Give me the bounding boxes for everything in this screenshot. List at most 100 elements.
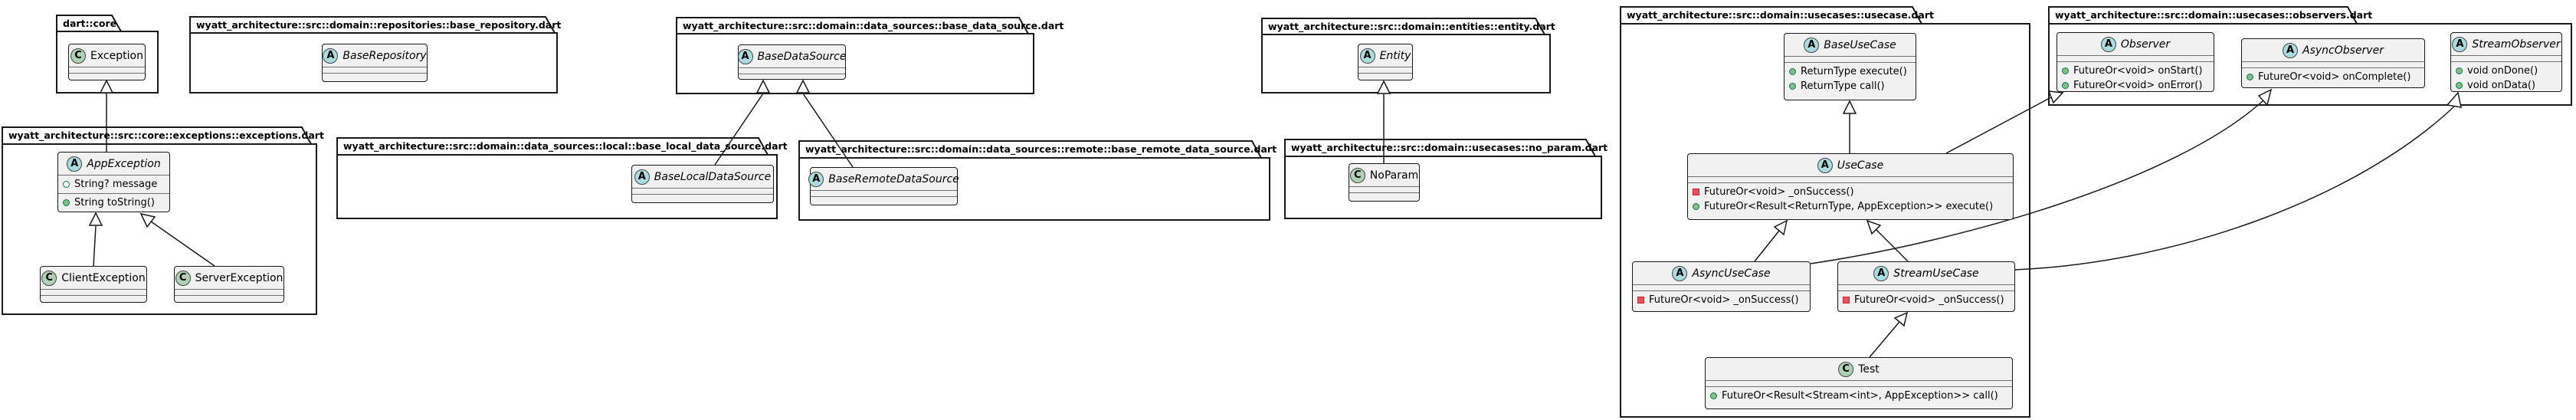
class-name: ServerException [195,271,283,284]
method-text: FutureOr<void> onStart() [2073,65,2203,77]
method-text: FutureOr<Result<ReturnType, AppException… [1704,201,1994,212]
package-title-usecase: wyatt_architecture::src::domain::usecase… [1627,9,1934,21]
abstract-class-icon: A [1359,48,1375,64]
abstract-class-icon: A [1817,157,1833,173]
public-method-icon [1693,203,1699,210]
class-name: UseCase [1837,159,1884,172]
class-header: A Observer [2057,33,2214,55]
class-usecase: A UseCase FutureOr<void> _onSuccess() Fu… [1687,153,2014,220]
class-baseusecase: A BaseUseCase ReturnType execute() Retur… [1784,33,1916,100]
edge-asyncusecase-extends-usecase [1754,219,1788,262]
method-row: FutureOr<void> onStart() [2057,64,2214,78]
fields-section [1358,67,1412,73]
edge-asyncusecase-extends-asyncobserver [1810,88,2273,264]
methods-section: FutureOr<void> _onSuccess() [1633,290,1810,311]
fields-section [1838,284,2014,290]
class-streamusecase: A StreamUseCase FutureOr<void> _onSucces… [1837,261,2015,312]
fields-section [632,188,773,194]
class-entity: A Entity [1358,44,1413,80]
package-title-base-repository: wyatt_architecture::src::domain::reposit… [196,19,562,31]
method-text: String toString() [74,197,155,208]
class-name: AsyncObserver [2302,44,2384,57]
class-icon: C [175,270,191,286]
method-text: FutureOr<void> _onSuccess() [1854,294,2004,306]
package-title-no-param: wyatt_architecture::src::domain::usecase… [1291,142,1608,153]
methods-section: FutureOr<void> onComplete() [2242,67,2424,87]
package-title-dart-core: dart::core [63,18,117,29]
abstract-class-icon: A [1672,265,1688,281]
package-title-base-data-source: wyatt_architecture::src::domain::data_so… [683,20,1064,31]
methods-section [175,295,283,302]
abstract-class-icon: A [2452,36,2468,52]
package-base-data-source [676,17,1034,94]
class-header: A BaseDataSource [737,45,847,67]
method-row: ReturnType call() [1785,79,1916,94]
abstract-class-icon: A [2100,36,2116,52]
abstract-class-icon: A [1873,265,1889,281]
class-header: A BaseRepository [323,44,427,67]
class-baseremotedatasource: A BaseRemoteDataSource [808,167,959,205]
method-row: FutureOr<Result<Stream<int>, AppExceptio… [1706,389,2012,403]
class-name: Exception [90,49,143,62]
fields-section [739,67,845,74]
methods-section [632,194,773,202]
field-row: String? message [58,177,169,192]
method-row: String toString() [58,195,169,210]
class-name: AsyncUseCase [1692,267,1771,280]
fields-section [2242,61,2424,67]
method-text: void onDone() [2467,65,2538,77]
abstract-class-icon: A [634,169,650,185]
class-icon: C [70,48,87,64]
method-text: FutureOr<void> _onSuccess() [1704,186,1854,198]
class-header: A Entity [1358,44,1412,67]
method-row: ReturnType execute() [1785,64,1916,79]
class-header: C Test [1706,358,2012,380]
fields-section [175,289,283,295]
package-title-entity: wyatt_architecture::src::domain::entitie… [1268,21,1555,32]
class-name: BaseUseCase [1824,38,1896,51]
class-header: C ServerException [175,267,283,289]
methods-section [323,73,427,81]
method-text: FutureOr<Result<Stream<int>, AppExceptio… [1722,390,1998,402]
public-method-icon [2456,82,2463,89]
public-method-icon [2247,74,2253,80]
method-row: FutureOr<void> onError() [2057,78,2214,93]
public-method-icon [2062,82,2069,89]
methods-section: String toString() [58,193,169,212]
class-clientexception: C ClientException [40,266,147,303]
edge-baselocaldatasource-extends-basedatasource [714,79,771,166]
fields-section [1706,380,2012,386]
package-entity [1261,18,1551,94]
class-observer: A Observer FutureOr<void> onStart() Futu… [2057,32,2214,92]
class-header: A BaseLocalDataSource [632,166,773,188]
abstract-class-icon: A [2283,42,2299,58]
class-name: StreamObserver [2472,38,2561,51]
methods-section: FutureOr<void> _onSuccess() [1838,290,2014,311]
method-row: void onData() [2451,78,2561,93]
class-header: C NoParam [1349,164,1419,186]
fields-section [69,67,145,73]
class-name: Observer [2120,38,2171,51]
class-name: AppException [87,157,161,170]
class-serverexception: C ServerException [174,266,284,303]
class-asyncusecase: A AsyncUseCase FutureOr<void> _onSuccess… [1632,261,1811,312]
public-method-icon [2062,67,2069,74]
fields-section [1633,284,1810,290]
method-row: FutureOr<void> onComplete() [2242,70,2424,84]
public-method-icon [63,199,70,206]
fields-section [1785,56,1916,62]
method-text: FutureOr<void> onError() [2073,80,2203,91]
class-header: C Exception [69,44,145,67]
package-title-base-local-data-source: wyatt_architecture::src::domain::data_so… [343,140,788,152]
fields-section: String? message [58,175,169,193]
methods-section: ReturnType execute() ReturnType call() [1785,62,1916,100]
method-row: void onDone() [2451,64,2561,78]
class-name: BaseLocalDataSource [654,170,772,183]
abstract-class-icon: A [737,48,753,64]
private-method-icon [1693,189,1699,195]
class-noparam: C NoParam [1349,163,1420,202]
method-row: FutureOr<void> _onSuccess() [1633,293,1810,307]
class-name: BaseDataSource [757,50,847,63]
class-header: A BaseRemoteDataSource [808,168,959,190]
class-appexception: A AppException String? message String to… [57,152,170,212]
